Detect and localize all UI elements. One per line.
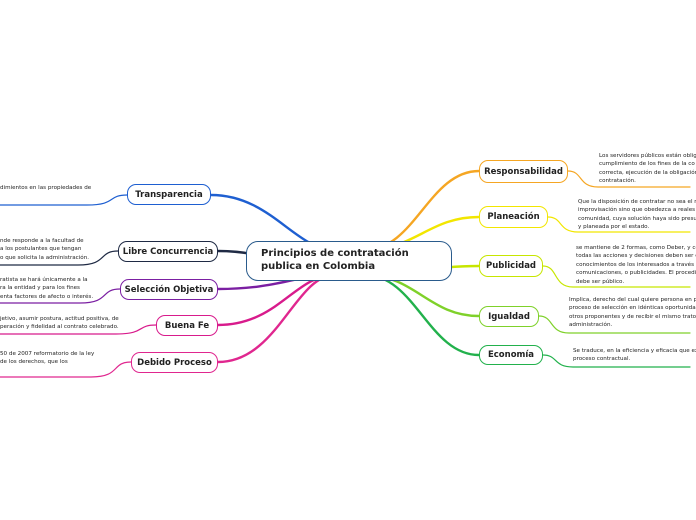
note-connector [567,170,691,188]
note-line: y planeada por el estado. [578,224,650,231]
note-line: comunidad, cuya solución haya sido presu [578,215,696,222]
topic-libre-concurrencia[interactable]: Libre Concurrencia [118,241,218,262]
topic-responsabilidad[interactable]: Responsabilidad [479,160,568,183]
note-connector [0,194,128,206]
note-line: nde responde a la facultad de [0,238,84,244]
note-buena-fe: jetivo, asumir postura, actitud positiva… [0,315,119,332]
topic-planeacion[interactable]: Planeación [479,206,548,228]
topic-label: Planeación [487,212,540,222]
note-igualdad: Implica, derecho del cual quiere persona… [569,296,696,330]
note-line: peración y fidelidad al contrato celebra… [0,324,119,331]
note-line: Se traduce, en la eficiencia y eficacia … [573,348,696,354]
branch-connector [363,273,481,318]
note-line: conocimientos de los interesados a travé… [576,261,696,268]
note-line: ra la entidad y para los fines [0,285,80,292]
note-seleccion-objetiva: ratista se hará únicamente a la ra la en… [0,276,93,301]
note-line: dimientos en las propiedades de [0,185,92,191]
topic-seleccion-objetiva[interactable]: Selección Objetiva [120,279,218,300]
note-connector [547,216,691,233]
note-line: a los postulantes que tengan [0,246,82,253]
note-line: comunicaciones, o publicidades. El proce… [576,270,696,277]
note-line: contratación. [599,178,636,185]
note-debido-proceso: 50 de 2007 reformatorio de la ley de los… [0,350,94,367]
note-line: cumplimiento de los fines de la co [599,161,695,168]
topic-transparencia[interactable]: Transparencia [127,184,211,205]
topic-debido-proceso[interactable]: Debido Proceso [131,352,218,373]
note-publicidad: se mantiene de 2 formas, como Deber, y c… [576,244,696,286]
note-connector [0,288,121,304]
topic-publicidad[interactable]: Publicidad [479,255,543,277]
note-planeacion: Que la disposición de contratar no sea e… [578,198,696,232]
note-connector [0,250,119,266]
note-line: se mantiene de 2 formas, como Deber, y c… [576,245,696,251]
note-line: debe ser público. [576,278,625,285]
note-economia: Se traduce, en la eficiencia y eficacia … [573,347,696,364]
topic-economia[interactable]: Economía [479,345,543,365]
note-line: de los derechos, que los [0,359,68,366]
note-connector [542,354,691,368]
note-line: o que solicita la administración. [0,254,90,261]
branch-connector [363,169,481,252]
note-line: proceso contractual. [573,356,631,363]
note-connector [542,265,691,288]
topic-igualdad[interactable]: Igualdad [479,306,539,327]
note-line: 50 de 2007 reformatorio de la ley [0,351,95,357]
note-connector [538,315,691,334]
note-line: otros proponentes y de recibir el mismo … [569,313,696,320]
note-line: todas las acciones y decisiones deben se… [576,253,696,260]
central-topic[interactable]: Principios de contratación publica en Co… [246,241,452,281]
note-line: Los servidores públicos están oblig [599,153,696,159]
note-line: correcta, ejecución de la obligación [599,169,696,176]
note-connector [0,324,157,335]
note-line: proceso de selección en idénticas oportu… [569,305,696,312]
topic-label: Economía [487,350,535,360]
note-line: jetivo, asumir postura, actitud positiva… [0,316,119,322]
note-transparencia: dimientos en las propiedades de [0,184,91,192]
note-line: Que la disposición de contratar no sea e… [578,199,696,205]
topic-label: Debido Proceso [137,357,212,368]
central-topic-label: Principios de contratación publica en Co… [261,248,409,272]
topic-label: Publicidad [485,261,537,271]
note-responsabilidad: Los servidores públicos están oblig cump… [599,152,696,186]
note-libre-concurrencia: nde responde a la facultad de a los post… [0,237,89,262]
topic-label: Transparencia [135,189,203,200]
topic-buena-fe[interactable]: Buena Fe [156,315,218,336]
note-line: enta factores de afecto o interés. [0,293,94,300]
note-line: improvisación sino que obedezca a reales [578,207,696,214]
note-connector [0,361,132,378]
topic-label: Buena Fe [164,320,210,331]
note-line: administración. [569,322,613,329]
note-line: ratista se hará únicamente a la [0,277,88,283]
topic-label: Libre Concurrencia [122,246,214,257]
topic-label: Responsabilidad [484,166,563,177]
topic-label: Igualdad [488,311,530,322]
note-line: Implica, derecho del cual quiere persona… [569,297,696,303]
topic-label: Selección Objetiva [124,284,214,295]
